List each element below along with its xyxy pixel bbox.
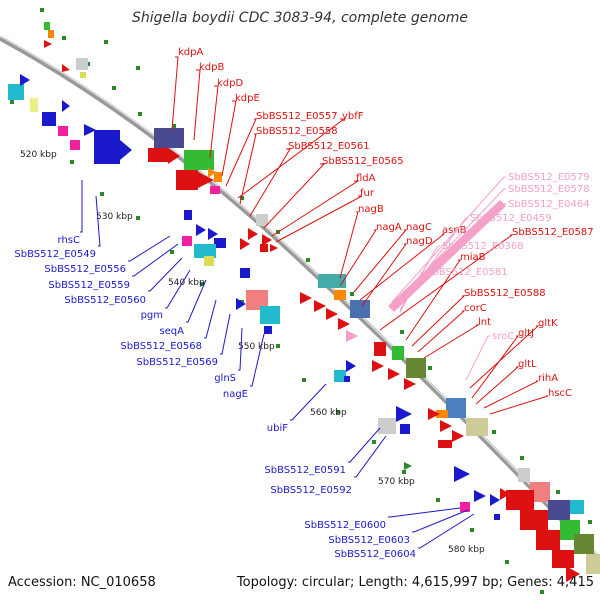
genome-backbone — [0, 35, 600, 562]
gene-label: SbBS512_E0588 — [464, 288, 546, 299]
gene-label: kdpE — [235, 93, 260, 104]
forward-label-text: kdpA kdpB kdpD kdpE SbBS512_E0557 ybfF S… — [178, 47, 594, 399]
gene-label: ybfF — [342, 111, 364, 122]
gene-label: SbBS512_E0604 — [334, 549, 416, 560]
gene-label: SbBS512_E0581 — [426, 267, 508, 278]
gene-label: nagC — [406, 222, 432, 233]
pseudo-band — [388, 200, 506, 312]
gene-label: kdpB — [199, 62, 224, 73]
gene-label: SbBS512_E0569 — [136, 357, 218, 368]
gene-label: SbBS512_E0591 — [264, 465, 346, 476]
tick-550: 550 kbp — [238, 342, 275, 352]
tick-530: 530 kbp — [96, 212, 133, 222]
gene-label: SbBS512_E0560 — [64, 295, 146, 306]
gene-label: glnS — [214, 373, 236, 384]
tick-560: 560 kbp — [310, 408, 347, 418]
gene-label: fur — [360, 188, 375, 199]
gene-label: SbBS512_E0459 — [470, 213, 552, 224]
reverse-label-lines — [80, 180, 475, 549]
gene-label: SbBS512_E0549 — [14, 249, 96, 260]
gene-label: SbBS512_E0565 — [322, 156, 404, 167]
gene-label: asnB — [442, 225, 467, 236]
pseudo-label-text: SbBS512_E0579 SbBS512_E0578 SbBS512_E046… — [426, 172, 590, 342]
pseudo-label-lines — [391, 176, 506, 381]
tick-520: 520 kbp — [20, 150, 57, 160]
gene-label: nagB — [358, 204, 384, 215]
map-title: Shigella boydii CDC 3083-94, complete ge… — [132, 10, 468, 26]
gene-label: pgm — [141, 310, 163, 321]
tick-580: 580 kbp — [448, 545, 485, 555]
gene-label: hscC — [548, 388, 572, 399]
gene-label: miaB — [460, 252, 486, 263]
reverse-features — [8, 74, 500, 520]
gene-label: SbBS512_E0558 — [256, 126, 338, 137]
gene-label: SbBS512_E0561 — [288, 141, 370, 152]
gene-label: SbBS512_E0600 — [304, 520, 386, 531]
gene-label: corC — [464, 303, 487, 314]
kbp-ticks: 520 kbp 530 kbp 540 kbp 550 kbp 560 kbp … — [20, 150, 485, 555]
gene-label: seqA — [159, 326, 184, 337]
gene-label: ubiF — [267, 423, 288, 434]
gene-label: SbBS512_E0579 — [508, 172, 590, 183]
gene-label: SbBS512_E0592 — [270, 485, 352, 496]
reverse-label-text: rhsC SbBS512_E0549 SbBS512_E0556 SbBS512… — [14, 235, 416, 560]
gene-label: SbBS512_E0578 — [508, 184, 590, 195]
tick-540: 540 kbp — [168, 278, 205, 288]
gene-label: rhsC — [58, 235, 80, 246]
gene-label: SbBS512_E0587 — [512, 227, 594, 238]
gene-label: SbBS512_E0568 — [120, 341, 202, 352]
gene-label: fldA — [356, 173, 376, 184]
gene-label: SbBS512_E0464 — [508, 199, 590, 210]
gene-label: SbBS512_E0557 — [256, 111, 338, 122]
gene-label: SbBS512_E0559 — [48, 280, 130, 291]
accession-text: Accession: NC_010658 — [8, 575, 156, 590]
gene-label: gltK — [538, 318, 558, 329]
backbone-highlight — [0, 35, 600, 559]
gene-label: kdpA — [178, 47, 203, 58]
gene-label: nagE — [223, 389, 248, 400]
gene-label: nagD — [406, 236, 433, 247]
gene-label: gltL — [518, 359, 537, 370]
gene-label: nagA — [376, 222, 402, 233]
gene-label: gltJ — [518, 328, 534, 339]
gene-label: SbBS512_E0368 — [442, 241, 524, 252]
forward-labels — [171, 56, 549, 415]
gene-label: sroC — [492, 331, 514, 342]
tick-570: 570 kbp — [378, 477, 415, 487]
gene-label: kdpD — [217, 78, 243, 89]
gene-label: SbBS512_E0556 — [44, 264, 126, 275]
forward-features — [44, 22, 600, 582]
gene-label: lnt — [478, 317, 491, 328]
gene-label: SbBS512_E0603 — [328, 535, 410, 546]
gene-label: rihA — [538, 373, 558, 384]
topology-summary: Topology: circular; Length: 4,615,997 bp… — [236, 575, 594, 590]
